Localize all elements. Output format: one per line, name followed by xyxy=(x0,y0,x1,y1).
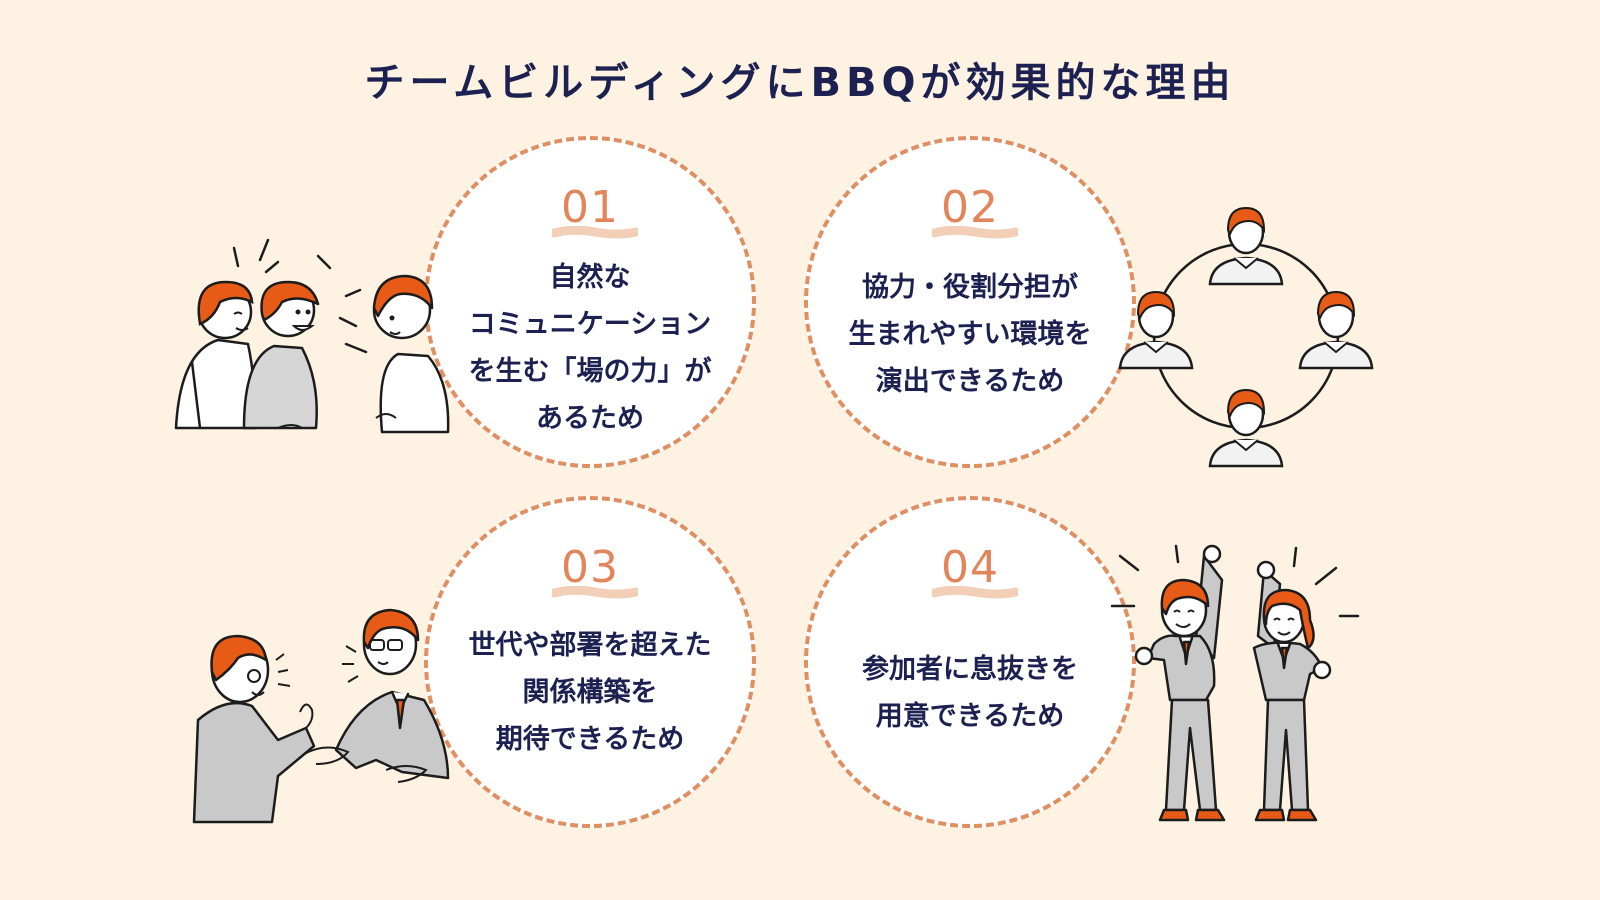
team-member-icon xyxy=(1208,206,1284,286)
reason-number: 02 xyxy=(941,182,999,233)
reason-card-04: 04 参加者に息抜きを 用意できるため xyxy=(804,496,1136,828)
handshake-illustration xyxy=(192,608,450,824)
team-member-icon xyxy=(1208,388,1284,468)
brush-stroke-icon xyxy=(932,586,1018,599)
cheering-people-illustration xyxy=(1110,544,1360,822)
brush-stroke-icon xyxy=(552,226,638,239)
team-member-icon xyxy=(1118,290,1194,370)
reason-text: 参加者に息抜きを 用意できるため xyxy=(862,654,1078,732)
reason-text: 自然な コミュニケーション を生む「場の力」が あるため xyxy=(468,262,712,434)
reason-number: 01 xyxy=(561,182,619,233)
reason-text: 協力・役割分担が 生まれやすい環境を 演出できるため xyxy=(848,272,1092,397)
three-people-talking-illustration xyxy=(174,238,450,434)
reason-card-02: 02 協力・役割分担が 生まれやすい環境を 演出できるため xyxy=(804,136,1136,468)
team-network-illustration xyxy=(1118,206,1374,468)
brush-stroke-icon xyxy=(932,226,1018,239)
reason-number: 03 xyxy=(561,542,619,593)
page-title: チームビルディングにBBQが効果的な理由 xyxy=(364,60,1236,106)
brush-stroke-icon xyxy=(552,586,638,599)
reason-number: 04 xyxy=(941,542,999,593)
reason-card-03: 03 世代や部署を超えた 関係構築を 期待できるため xyxy=(424,496,756,828)
team-member-icon xyxy=(1298,290,1374,370)
reason-card-01: 01 自然な コミュニケーション を生む「場の力」が あるため xyxy=(424,136,756,468)
reason-text: 世代や部署を超えた 関係構築を 期待できるため xyxy=(468,630,712,755)
